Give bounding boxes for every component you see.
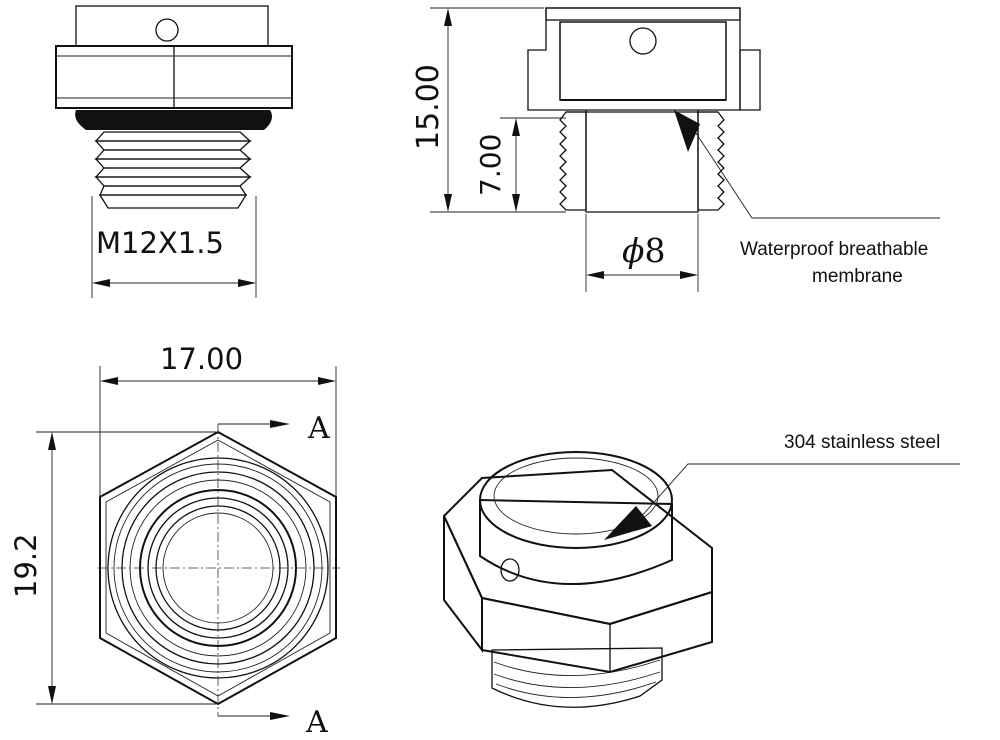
iso-cap-top [479, 451, 673, 549]
side-threads [94, 131, 252, 209]
membrane-callout-line1: Waterproof breathable [740, 239, 928, 260]
membrane-callout-line2: membrane [812, 266, 903, 287]
diameter-symbol: ϕ [622, 231, 645, 270]
thread-size-label: M12X1.5 [96, 226, 224, 260]
side-view: M12X1.5 [55, 5, 293, 298]
thread-length-label: 7.00 [474, 134, 507, 196]
top-view: A A 17.00 19.2 [9, 342, 340, 740]
total-height-label: 15.00 [411, 64, 446, 150]
diameter-value: 8 [645, 231, 666, 270]
across-flats-label: 17.00 [160, 342, 243, 376]
side-vent-hole [155, 18, 179, 42]
material-callout: 304 stainless steel [784, 432, 940, 453]
side-seal-ring [75, 110, 272, 130]
iso-hex-top [442, 468, 713, 626]
section-mark-bottom: A [305, 705, 328, 740]
section-cap-cavity [559, 21, 727, 101]
iso-vent-hole [500, 558, 520, 582]
bore-diameter-label: ϕ8 [622, 231, 666, 270]
across-corners-label: 19.2 [9, 533, 43, 598]
iso-thread [491, 647, 663, 708]
section-thread-left [559, 111, 587, 211]
isometric-view: 304 stainless steel [442, 432, 960, 708]
section-view: 15.00 7.00 ϕ8 Waterproof breathable memb… [411, 7, 940, 292]
iso-cap-side [479, 498, 673, 586]
section-thread-right [697, 111, 725, 211]
section-mark-top: A [307, 411, 330, 446]
section-vent-hole [629, 27, 657, 55]
